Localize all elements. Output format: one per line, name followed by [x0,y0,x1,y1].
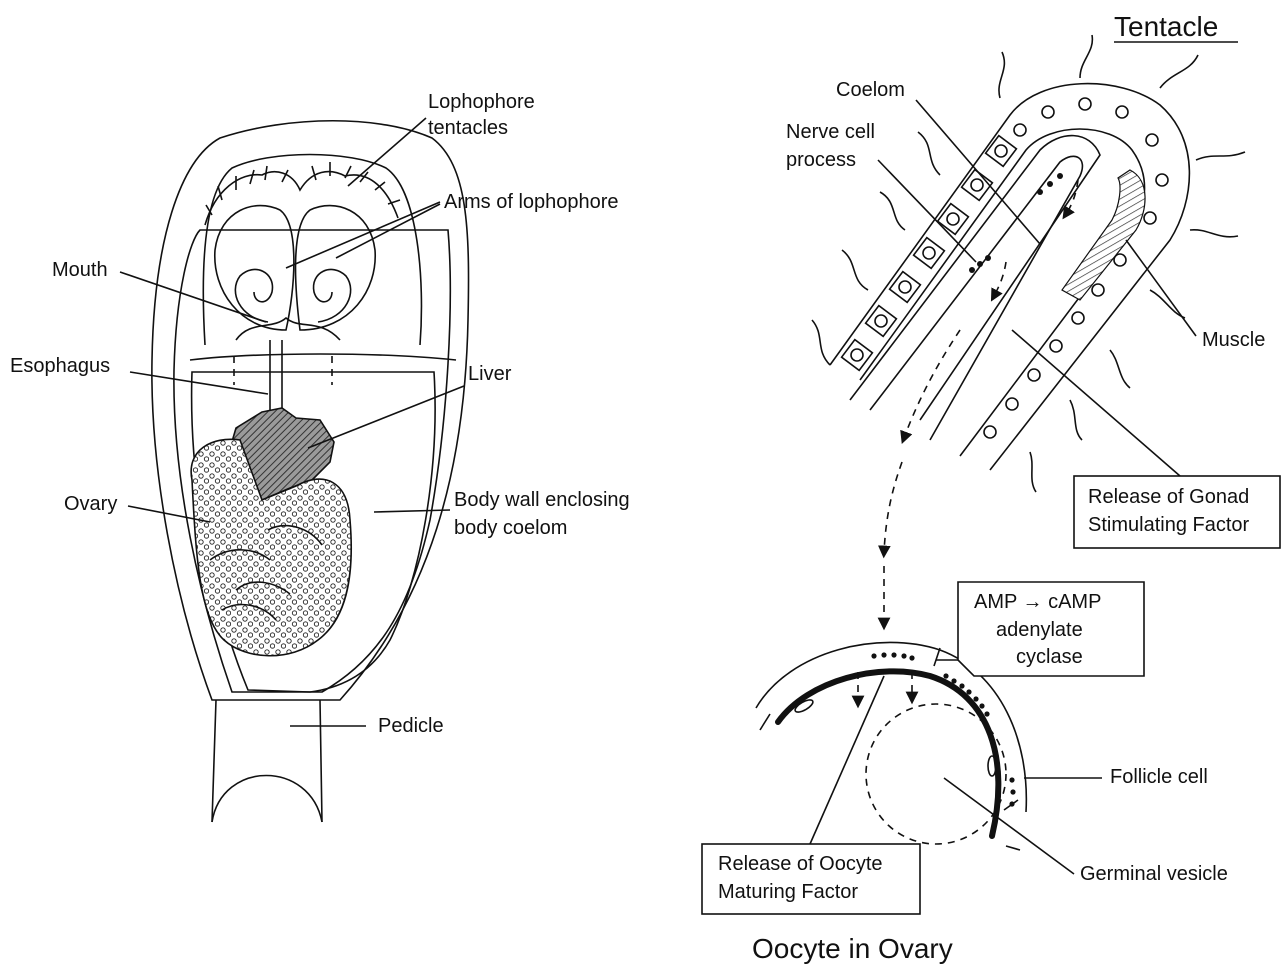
label-coelom: Coelom [836,79,905,101]
label-mouth: Mouth [52,259,108,281]
camp-box-line-1: AMP → cAMP [974,591,1101,613]
lophophore-tentacles-fringe [205,172,398,225]
pedicle [212,700,322,822]
lophophore-arm-left [215,206,294,330]
tentacle-muscle [1062,170,1145,300]
tentacle-title: Tentacle [1114,11,1218,42]
label-muscle: Muscle [1202,329,1265,351]
gonad-box-line-2: Stimulating Factor [1088,514,1250,536]
label-body-wall-2: body coelom [454,517,567,539]
label-ovary: Ovary [64,493,117,515]
tentacle-labels: Coelom Nerve cell process Muscle Release… [786,79,1280,548]
oocyte-title: Oocyte in Ovary [752,933,953,964]
label-germinal-vesicle: Germinal vesicle [1080,863,1228,885]
label-nerve-cell-1: Nerve cell [786,121,875,143]
camp-box-line-2: adenylate [996,619,1083,641]
tentacle-outer-wall [830,84,1189,470]
gonad-box-line-1: Release of Gonad [1088,486,1249,508]
maturing-box-line-1: Release of Oocyte [718,853,883,875]
oocyte-membrane [778,671,998,836]
label-arms-of-lophophore: Arms of lophophore [444,191,619,213]
left-labels: Lophophore tentacles Arms of lophophore … [10,91,630,737]
oocyte-labels: AMP → cAMP adenylate cyclase Follicle ce… [702,582,1228,964]
label-esophagus: Esophagus [10,355,110,377]
lophophore-arm-right [296,206,376,330]
label-body-wall-1: Body wall enclosing [454,489,630,511]
camp-box-line-3: cyclase [1016,646,1083,668]
label-nerve-cell-2: process [786,149,856,171]
label-liver: Liver [468,363,512,385]
label-lophophore-tentacles-1: Lophophore [428,91,535,113]
label-pedicle: Pedicle [378,715,444,737]
maturing-box-line-2: Maturing Factor [718,881,858,903]
label-lophophore-tentacles-2: tentacles [428,117,508,139]
label-follicle-cell: Follicle cell [1110,766,1208,788]
